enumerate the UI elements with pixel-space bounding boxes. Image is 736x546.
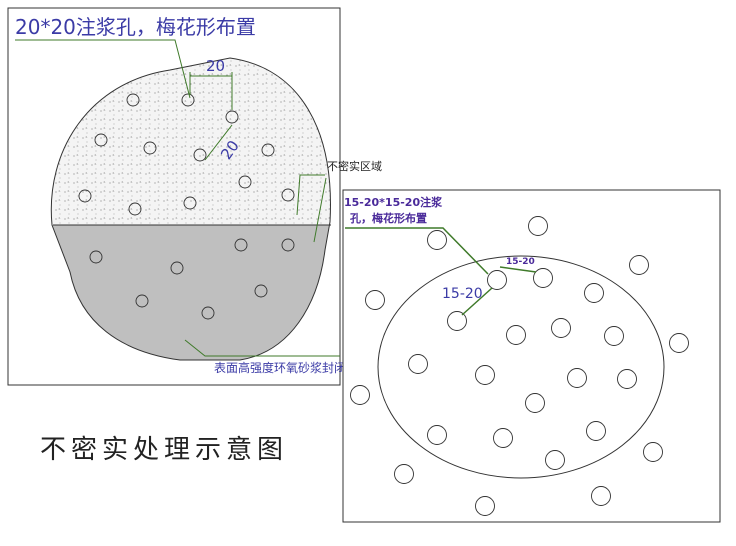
grout-hole bbox=[493, 428, 513, 448]
grout-hole bbox=[94, 133, 108, 147]
spacing-label-a: 15-20 bbox=[442, 286, 483, 302]
grout-hole bbox=[89, 250, 103, 264]
grout-hole bbox=[193, 148, 207, 162]
grout-hole bbox=[551, 318, 571, 338]
grout-hole bbox=[567, 368, 587, 388]
unsound-zone-blob bbox=[50, 57, 331, 361]
left-leader-lines bbox=[15, 39, 340, 357]
grout-hole bbox=[183, 196, 197, 210]
left-panel: 20*20注浆孔，梅花形布置 20 20 不密实区域 表面高强度环氧砂浆封闭 bbox=[7, 7, 382, 386]
grout-hole bbox=[591, 486, 611, 506]
grout-hole bbox=[234, 238, 248, 252]
grout-hole bbox=[254, 284, 268, 298]
right-title-line1: 15-20*15-20注浆 bbox=[344, 195, 443, 209]
grout-hole bbox=[447, 311, 467, 331]
grout-hole bbox=[170, 261, 184, 275]
grout-hole bbox=[629, 255, 649, 275]
grout-hole bbox=[128, 202, 142, 216]
grout-hole bbox=[350, 385, 370, 405]
grout-holes-left bbox=[78, 93, 295, 320]
grout-hole bbox=[261, 143, 275, 157]
unsound-zone-label: 不密实区域 bbox=[327, 159, 382, 173]
grout-hole bbox=[545, 450, 565, 470]
left-title: 20*20注浆孔，梅花形布置 bbox=[15, 15, 256, 39]
grout-hole bbox=[394, 464, 414, 484]
grout-hole bbox=[126, 93, 140, 107]
grout-hole bbox=[427, 230, 447, 250]
grout-hole bbox=[201, 306, 215, 320]
grout-hole bbox=[427, 425, 447, 445]
grout-hole bbox=[475, 365, 495, 385]
grout-hole bbox=[365, 290, 385, 310]
right-leader-lines bbox=[345, 227, 537, 316]
grout-hole bbox=[506, 325, 526, 345]
grout-hole bbox=[225, 110, 239, 124]
grout-hole bbox=[475, 496, 495, 516]
right-panel: 15-20*15-20注浆 孔，梅花形布置 15-20 15-20 bbox=[342, 189, 721, 523]
grout-hole bbox=[78, 189, 92, 203]
grout-hole bbox=[238, 175, 252, 189]
seal-label: 表面高强度环氧砂浆封闭 bbox=[214, 360, 346, 375]
grout-hole bbox=[487, 270, 507, 290]
spacing-label-b: 15-20 bbox=[506, 257, 535, 267]
spacing-horizontal-label: 20 bbox=[206, 57, 225, 75]
grout-hole bbox=[528, 216, 548, 236]
grout-hole bbox=[669, 333, 689, 353]
grout-hole bbox=[135, 294, 149, 308]
grout-hole bbox=[525, 393, 545, 413]
grout-hole bbox=[281, 238, 295, 252]
grouting-zone-ellipse bbox=[377, 255, 665, 479]
grout-hole bbox=[281, 188, 295, 202]
right-title-line2: 孔，梅花形布置 bbox=[350, 211, 427, 225]
grout-hole bbox=[617, 369, 637, 389]
grout-hole bbox=[408, 354, 428, 374]
grout-hole bbox=[533, 268, 553, 288]
grout-hole bbox=[143, 141, 157, 155]
caption: 不密实处理示意图 bbox=[40, 435, 288, 465]
grout-hole bbox=[643, 442, 663, 462]
grout-hole bbox=[181, 93, 195, 107]
grout-hole bbox=[584, 283, 604, 303]
grout-hole bbox=[604, 326, 624, 346]
grout-hole bbox=[586, 421, 606, 441]
grout-holes-right bbox=[350, 216, 689, 516]
